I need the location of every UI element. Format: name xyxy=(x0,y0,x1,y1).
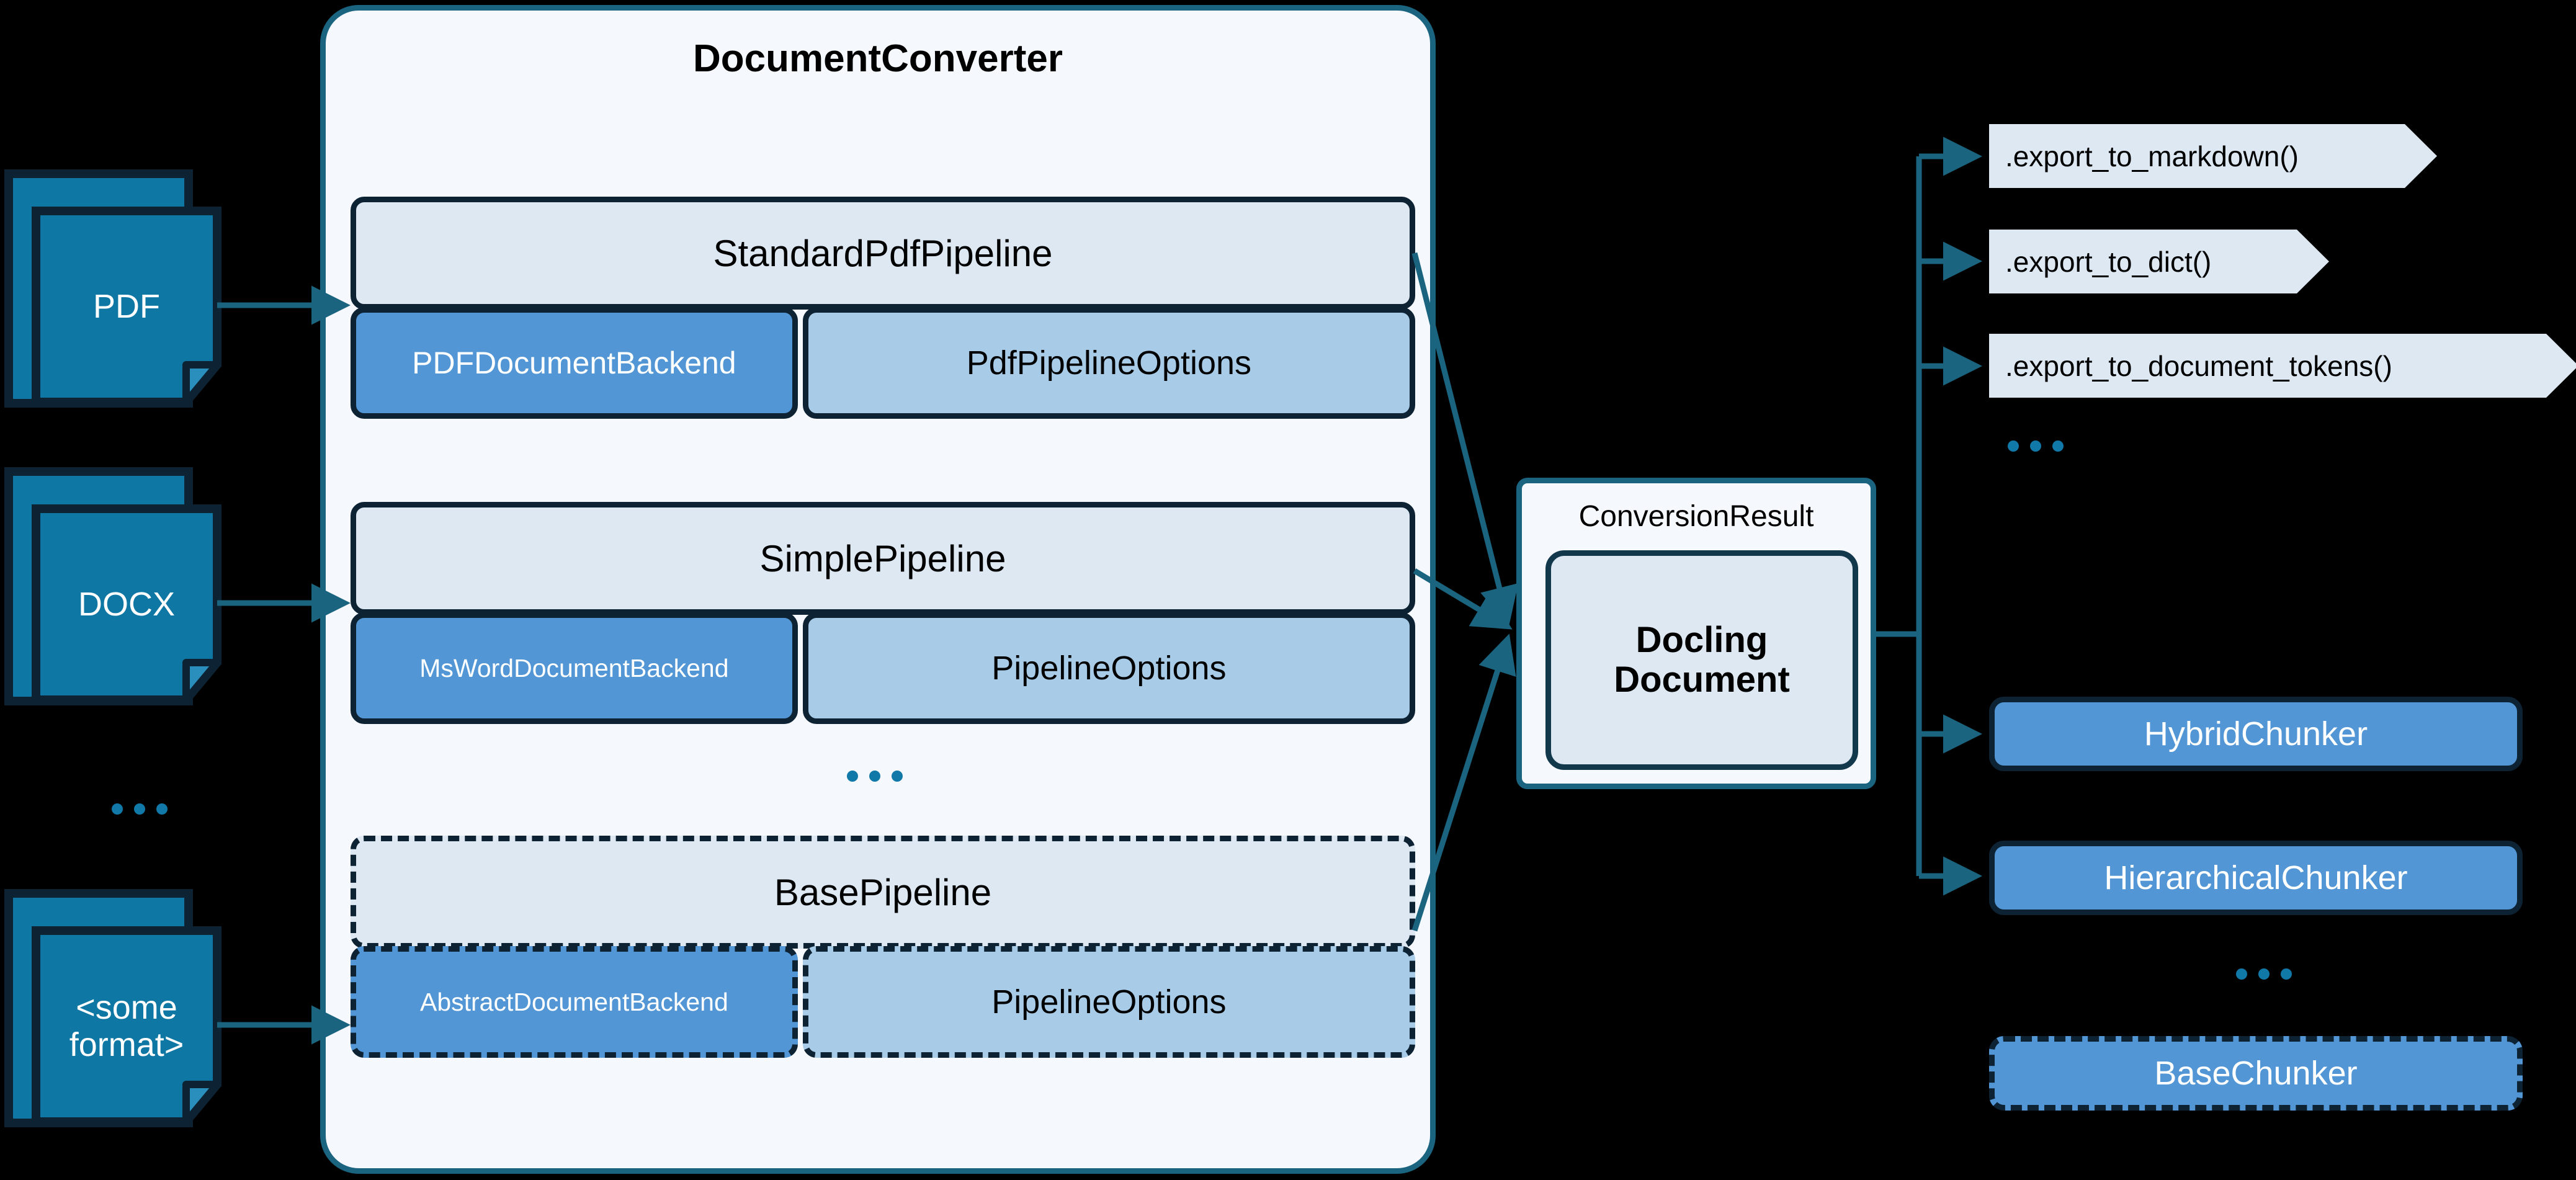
conversion-result-panel: ConversionResult Docling Document xyxy=(1516,478,1876,789)
edge-trunk-to-chunker xyxy=(1919,714,1982,896)
dot xyxy=(892,771,903,782)
backend-pdf-document[interactable]: PDFDocumentBackend xyxy=(351,307,798,419)
dot xyxy=(2258,968,2270,980)
chunker-hybrid[interactable]: HybridChunker xyxy=(1989,697,2523,771)
export-dict-banner[interactable]: .export_to_dict() xyxy=(1989,230,2329,293)
dot xyxy=(2052,440,2064,452)
dot xyxy=(2281,968,2292,980)
source-label-docx: DOCX xyxy=(78,585,175,623)
converter-ellipsis xyxy=(847,771,903,782)
dot xyxy=(112,803,123,815)
options-pipeline-base[interactable]: PipelineOptions xyxy=(802,946,1415,1058)
pipeline-base[interactable]: BasePipeline AbstractDocumentBackend Pip… xyxy=(351,836,1415,1058)
chunker-base[interactable]: BaseChunker xyxy=(1989,1036,2523,1111)
conversion-result-label: ConversionResult xyxy=(1578,500,1814,533)
dot xyxy=(869,771,880,782)
sources-ellipsis xyxy=(112,803,168,815)
pipeline-row: PDFDocumentBackend PdfPipelineOptions xyxy=(351,307,1415,419)
page-title: DocumentConverter xyxy=(693,37,1063,80)
exports-ellipsis xyxy=(2008,440,2064,452)
docling-document-box[interactable]: Docling Document xyxy=(1545,550,1858,770)
chunkers-ellipsis xyxy=(2236,968,2292,980)
chunker-hierarchical[interactable]: HierarchicalChunker xyxy=(1989,841,2523,915)
document-converter-panel: DocumentConverter StandardPdfPipeline PD… xyxy=(320,5,1436,1174)
source-label-other: <some format> xyxy=(69,988,184,1063)
options-pipeline[interactable]: PipelineOptions xyxy=(802,612,1415,724)
pipeline-row: MsWordDocumentBackend PipelineOptions xyxy=(351,612,1415,724)
dot xyxy=(134,803,145,815)
options-pdf-pipeline[interactable]: PdfPipelineOptions xyxy=(802,307,1415,419)
dot xyxy=(2236,968,2247,980)
edge-trunk-to-export xyxy=(1919,136,1982,386)
source-label-pdf: PDF xyxy=(93,287,160,325)
dot xyxy=(156,803,168,815)
backend-abstract-document[interactable]: AbstractDocumentBackend xyxy=(351,946,798,1058)
export-markdown-banner[interactable]: .export_to_markdown() xyxy=(1989,124,2437,188)
export-document-tokens-banner[interactable]: .export_to_document_tokens() xyxy=(1989,334,2576,398)
dot xyxy=(847,771,858,782)
pipeline-name-simple[interactable]: SimplePipeline xyxy=(351,502,1415,615)
pipeline-standard-pdf[interactable]: StandardPdfPipeline PDFDocumentBackend P… xyxy=(351,197,1415,419)
pipeline-name-standard-pdf[interactable]: StandardPdfPipeline xyxy=(351,197,1415,310)
pipeline-name-base[interactable]: BasePipeline xyxy=(351,836,1415,949)
dot xyxy=(2008,440,2019,452)
pipeline-row: AbstractDocumentBackend PipelineOptions xyxy=(351,946,1415,1058)
dot xyxy=(2030,440,2041,452)
backend-msword-document[interactable]: MsWordDocumentBackend xyxy=(351,612,798,724)
edge-result-trunk xyxy=(1876,156,1922,876)
pipeline-simple[interactable]: SimplePipeline MsWordDocumentBackend Pip… xyxy=(351,502,1415,724)
